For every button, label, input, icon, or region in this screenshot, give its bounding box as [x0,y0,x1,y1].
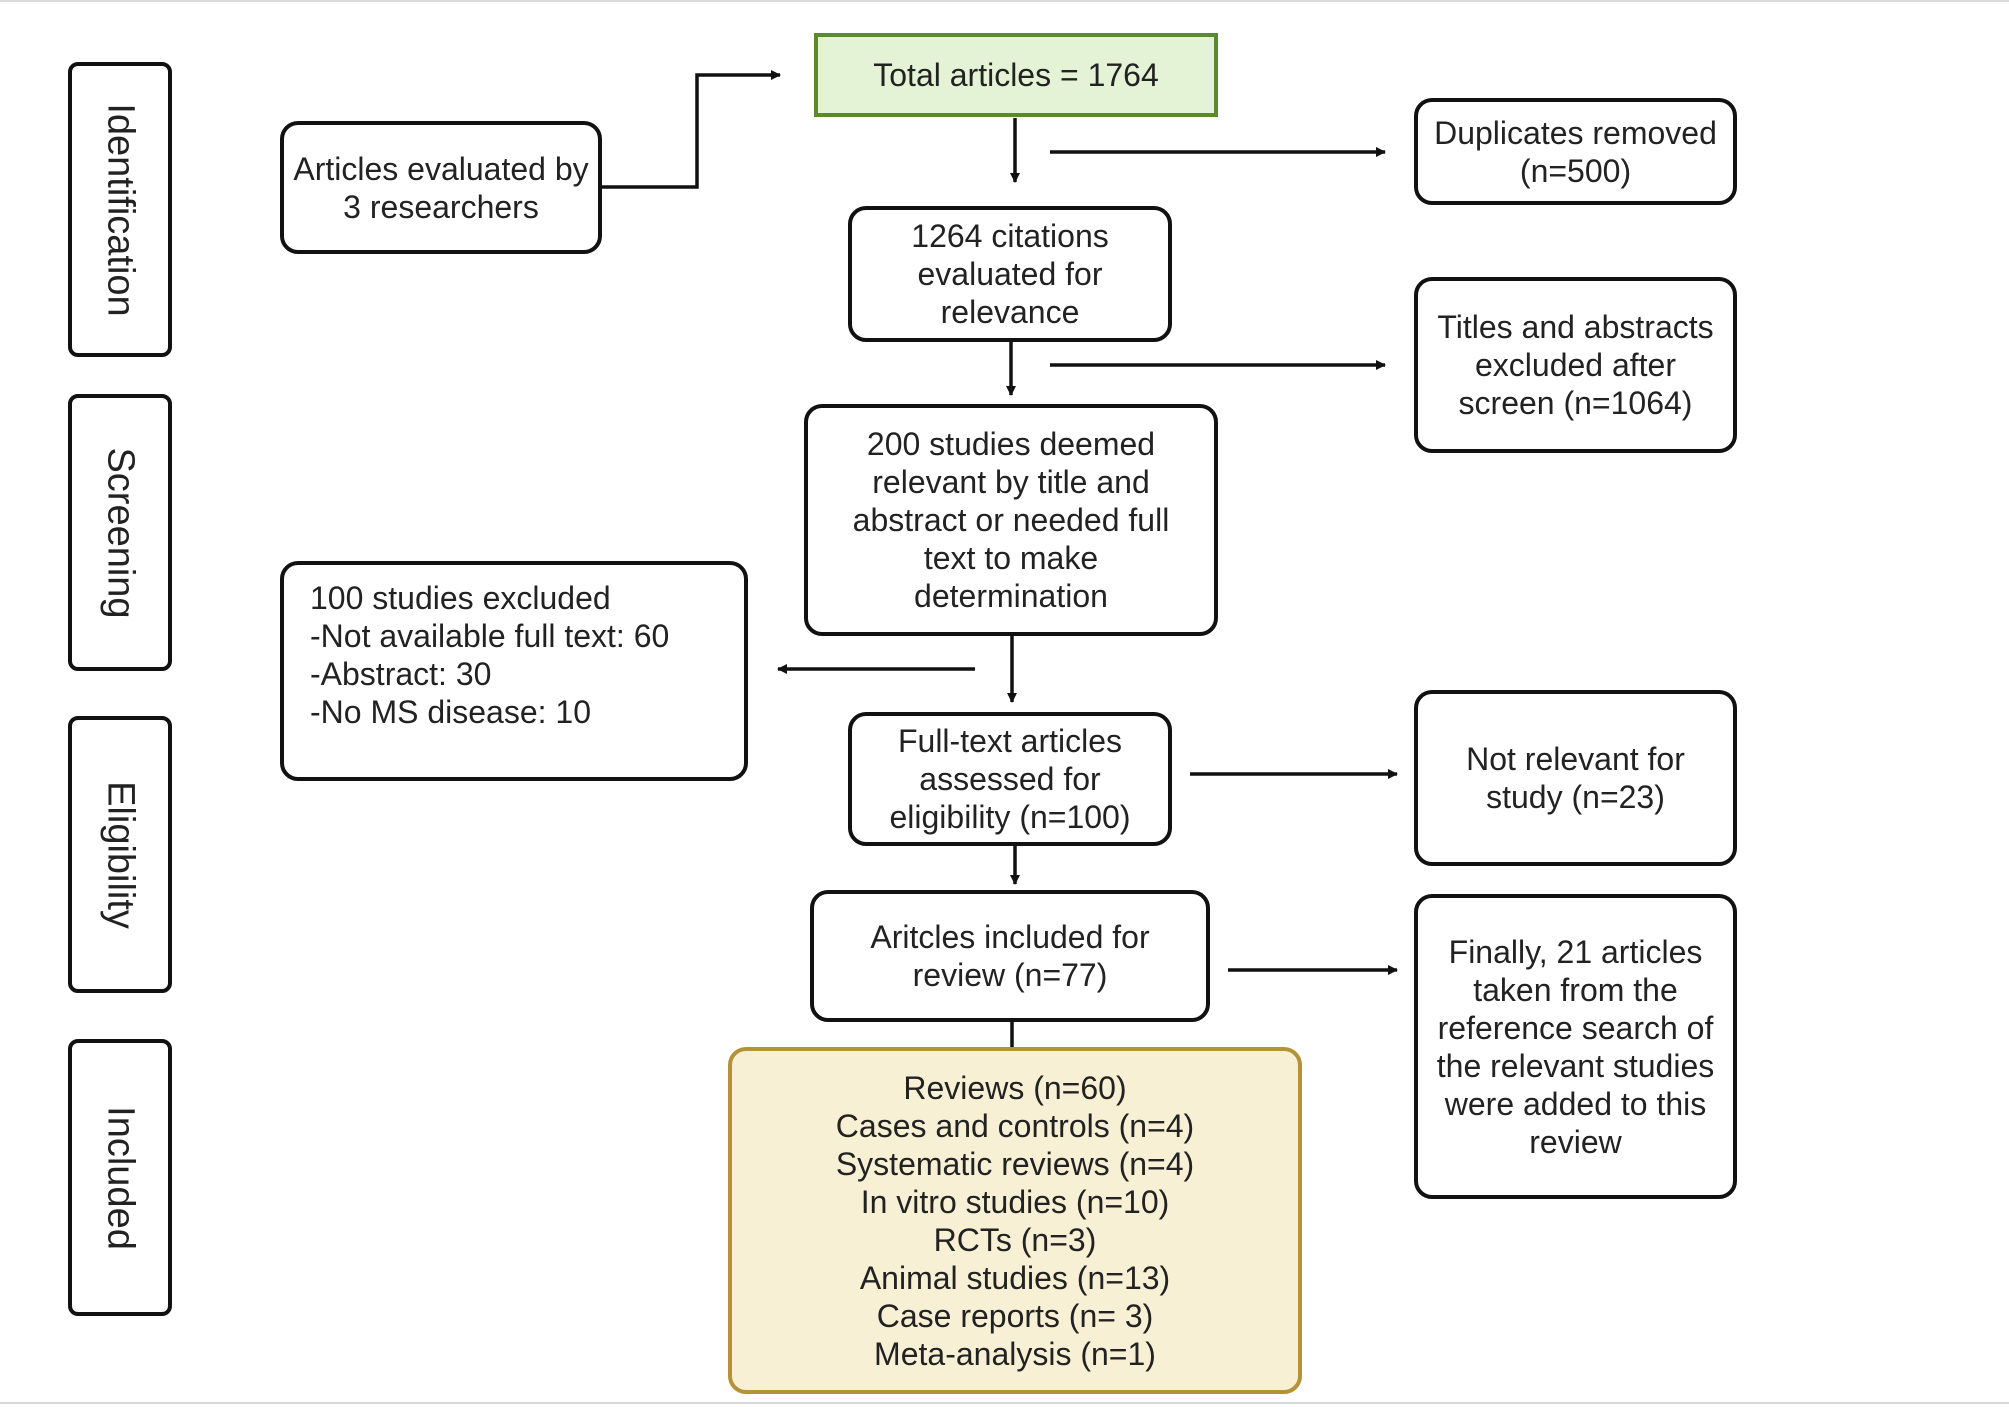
box-included-studies: Reviews (n=60) Cases and controls (n=4) … [728,1047,1302,1394]
box-researchers: Articles evaluated by 3 researchers [280,121,602,254]
box-line: were added to this [1444,1085,1707,1122]
box-line: taken from the [1473,971,1678,1008]
box-line: RCTs (n=3) [933,1221,1097,1258]
top-border [0,0,2009,2]
box-line: Not relevant for [1466,741,1685,777]
box-line: Aritcles included for [870,919,1150,955]
box-line: the relevant studies [1436,1047,1715,1084]
box-excluded-100: 100 studies excluded -Not available full… [280,561,748,781]
box-line: Titles and abstracts [1437,309,1714,345]
box-line: determination [914,578,1108,614]
box-line: Total articles = 1764 [873,57,1159,93]
box-finally-added: Finally, 21 articles taken from the refe… [1414,894,1737,1199]
box-line: Case reports (n= 3) [876,1297,1154,1334]
box-total-articles: Total articles = 1764 [814,33,1218,117]
phase-eligibility: Eligibility [68,716,172,993]
box-relevant-studies: 200 studies deemed relevant by title and… [804,404,1218,636]
box-titles-excluded: Titles and abstracts excluded after scre… [1414,277,1737,453]
box-duplicates: Duplicates removed (n=500) [1414,98,1737,205]
box-line: Meta-analysis (n=1) [874,1335,1156,1372]
box-line: excluded after [1474,347,1676,383]
box-line: -Abstract: 30 [310,656,492,692]
box-line: relevant by title and [872,464,1150,500]
bottom-border [0,1402,2009,1404]
box-line: abstract or needed full [852,502,1170,538]
box-line: -Not available full text: 60 [310,618,670,654]
phase-identification: Identification [68,62,172,357]
box-line: Full-text articles [897,723,1123,759]
box-line: review (n=77) [912,957,1108,993]
box-line: In vitro studies (n=10) [860,1183,1170,1220]
box-line: review [1529,1123,1622,1160]
box-line: -No MS disease: 10 [310,694,592,730]
box-line: study (n=23) [1486,779,1665,815]
box-line: 3 researchers [343,188,539,225]
box-line: screen (n=1064) [1458,385,1693,421]
box-citations: 1264 citations evaluated for relevance [848,206,1172,342]
box-line: Finally, 21 articles [1448,933,1703,970]
box-line: evaluated for [917,256,1103,292]
box-line: Systematic reviews (n=4) [835,1145,1195,1182]
box-line: assessed for [919,761,1101,797]
box-line: Cases and controls (n=4) [835,1107,1195,1144]
box-fulltext-assessed: Full-text articles assessed for eligibil… [848,712,1172,846]
phase-screening: Screening [68,394,172,671]
box-line: Articles evaluated by [293,150,589,187]
box-line: 100 studies excluded [310,580,611,616]
box-line: Reviews (n=60) [903,1069,1127,1106]
box-line: Animal studies (n=13) [859,1259,1171,1296]
box-line: Duplicates removed [1434,114,1717,151]
box-line: eligibility (n=100) [889,799,1131,835]
box-line: 1264 citations [911,218,1109,254]
box-line: reference search of [1437,1009,1714,1046]
box-line: relevance [940,294,1080,330]
box-not-relevant: Not relevant for study (n=23) [1414,690,1737,866]
box-line: text to make [923,540,1099,576]
box-included-review: Aritcles included for review (n=77) [810,890,1210,1022]
box-line: (n=500) [1519,152,1632,189]
phase-included: Included [68,1039,172,1316]
arrow-researchers-to-total [602,70,781,189]
box-line: 200 studies deemed [866,426,1156,462]
